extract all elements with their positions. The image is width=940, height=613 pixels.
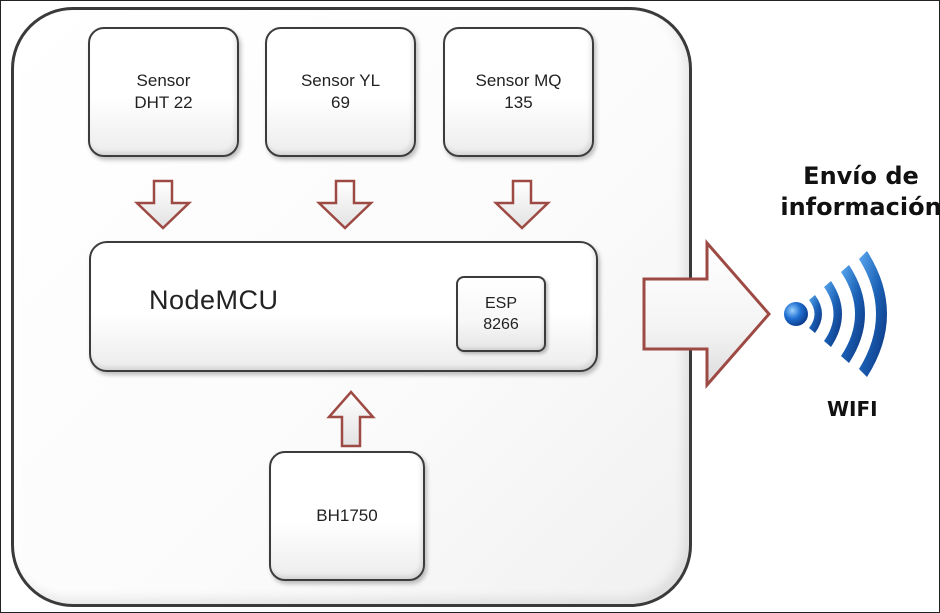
- sensor-mq135-line1: Sensor MQ: [475, 71, 562, 90]
- arrow-down-dht22-icon: [133, 179, 193, 230]
- nodemcu-box: NodeMCU: [89, 241, 598, 372]
- wifi-label: WIFI: [827, 397, 878, 421]
- sensor-dht22-line1: Sensor: [136, 71, 191, 90]
- sensor-mq135-box: Sensor MQ 135: [443, 27, 594, 157]
- sensor-yl69-line2: 69: [331, 93, 350, 112]
- bh1750-label: BH1750: [316, 506, 378, 525]
- sensor-dht22-line2: DHT 22: [134, 93, 193, 112]
- transmission-line1: Envío de: [803, 162, 919, 190]
- esp8266-chip: ESP 8266: [456, 276, 546, 352]
- sensor-mq135-line2: 135: [504, 93, 533, 112]
- arrow-right-output-icon: [642, 239, 771, 389]
- esp8266-line1: ESP: [484, 295, 517, 312]
- nodemcu-label: NodeMCU: [149, 285, 279, 315]
- arrow-up-bh1750-icon: [326, 390, 376, 448]
- esp8266-line2: 8266: [483, 316, 519, 333]
- transmission-title: Envío de información: [761, 161, 940, 223]
- sensor-dht22-box: Sensor DHT 22: [88, 27, 239, 157]
- arrow-down-yl69-icon: [315, 179, 375, 230]
- arrow-down-mq135-icon: [492, 179, 552, 230]
- sensor-yl69-line1: Sensor YL: [300, 71, 381, 90]
- bh1750-box: BH1750: [269, 451, 425, 581]
- sensor-yl69-box: Sensor YL 69: [265, 27, 416, 157]
- wifi-icon: [784, 251, 887, 377]
- transmission-line2: información: [780, 193, 940, 221]
